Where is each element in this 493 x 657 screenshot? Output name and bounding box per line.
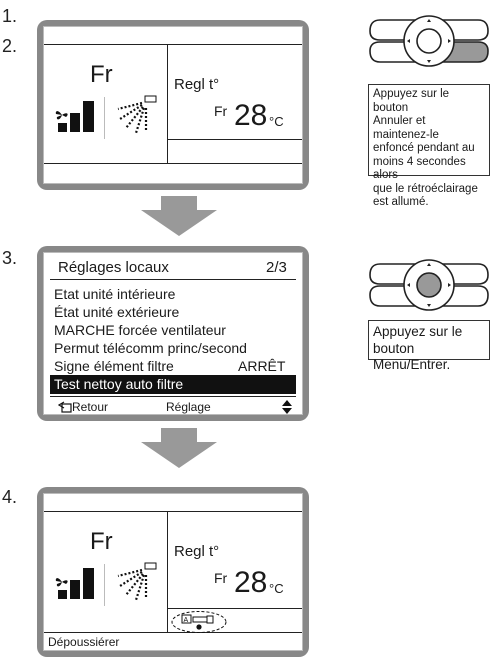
menu-item-indoor-unit-status[interactable]: Etat unité intérieure	[54, 286, 176, 302]
menu-item-forced-fan-on[interactable]: MARCHE forcée ventilateur	[54, 322, 226, 338]
lcd-screen: Fr Regl t° Fr 28 °C	[43, 26, 303, 184]
menu-page-indicator: 2/3	[266, 259, 287, 276]
menu-title: Réglages locaux	[58, 259, 169, 276]
step-number-2: 2.	[2, 36, 18, 56]
fan-icon	[54, 107, 70, 123]
temperature-unit: °C	[269, 581, 284, 596]
setpoint-label: Regl t°	[174, 543, 220, 560]
setpoint-mode: Fr	[214, 103, 228, 119]
remote-display-step2: Fr Regl t° Fr 28 °C	[37, 20, 309, 190]
footer-back-label[interactable]: Retour	[72, 400, 109, 414]
operation-mode: Fr	[90, 528, 113, 555]
step-number-1: 1.	[2, 6, 18, 26]
remote-display-step3: Réglages locaux 2/3 Etat unité intérieur…	[37, 246, 309, 421]
fan-icon	[54, 574, 70, 590]
step-number-4: 4.	[2, 487, 18, 507]
setpoint-temperature: 28	[234, 566, 268, 599]
status-message: Dépoussiérer	[48, 635, 120, 649]
instruction-callout-cancel: Appuyez sur le bouton Annuler et mainten…	[368, 84, 490, 208]
menu-item-filter-sign-value: ARRÊT	[238, 358, 286, 374]
fan-speed-bar-2	[70, 113, 80, 132]
step-number-3: 3.	[2, 248, 18, 268]
lcd-screen-filter-cleaning: Fr Regl t° Fr 28 °C	[43, 493, 303, 651]
up-down-arrows-icon	[282, 400, 292, 414]
down-arrow-1	[141, 196, 217, 241]
operation-mode: Fr	[90, 61, 113, 88]
menu-item-main-sub-switch[interactable]: Permut télécomm princ/second	[54, 340, 247, 356]
setpoint-temperature: 28	[234, 99, 268, 132]
lcd-menu-screen: Réglages locaux 2/3 Etat unité intérieur…	[43, 252, 303, 415]
menu-item-auto-filter-test[interactable]: Test nettoy auto filtre	[50, 375, 296, 394]
auto-filter-cleaning-icon: A	[170, 610, 228, 634]
button-pad-diagram-cancel	[368, 12, 490, 70]
fan-speed-bar-2	[70, 580, 80, 599]
remote-display-step4: Fr Regl t° Fr 28 °C	[37, 487, 309, 657]
fan-speed-bar-1	[58, 590, 67, 599]
airflow-swing-icon	[114, 95, 160, 135]
button-pad-diagram-menu-enter	[368, 256, 490, 314]
airflow-swing-icon	[114, 562, 160, 602]
fan-speed-bar-3	[83, 568, 94, 599]
svg-text:A: A	[184, 617, 189, 624]
back-icon	[57, 400, 72, 413]
instruction-callout-menu-enter: Appuyez sur le bouton Menu/Entrer.	[368, 320, 490, 372]
fan-speed-bar-3	[83, 101, 94, 132]
fan-speed-bar-1	[58, 123, 67, 132]
down-arrow-2	[141, 428, 217, 473]
setpoint-mode: Fr	[214, 570, 228, 586]
menu-item-filter-sign[interactable]: Signe élément filtre	[54, 358, 174, 374]
setpoint-label: Regl t°	[174, 76, 220, 93]
temperature-unit: °C	[269, 114, 284, 129]
menu-item-outdoor-unit-status[interactable]: État unité extérieure	[54, 304, 180, 320]
footer-setting-label[interactable]: Réglage	[166, 400, 211, 414]
